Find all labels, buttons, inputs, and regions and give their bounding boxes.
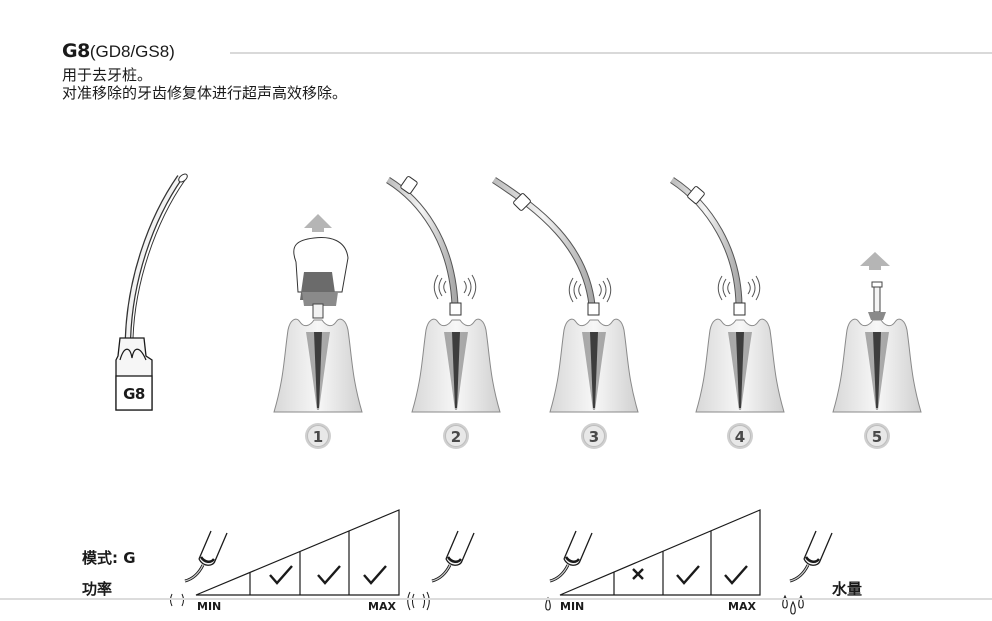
power-label: 功率 bbox=[82, 580, 113, 598]
step-number-3: 3 bbox=[589, 428, 599, 446]
step-2-illustration bbox=[386, 176, 501, 413]
check-icon bbox=[269, 565, 293, 585]
step-1-illustration bbox=[273, 214, 363, 413]
up-arrow-icon bbox=[860, 252, 890, 270]
tip-variants: (GD8/GS8) bbox=[89, 42, 175, 61]
description-line-1: 用于去牙桩。 bbox=[62, 66, 153, 84]
handpiece-icon bbox=[183, 529, 229, 583]
water-min-label: MIN bbox=[560, 600, 585, 613]
step-4-illustration bbox=[670, 177, 785, 413]
step-3-illustration bbox=[492, 177, 639, 413]
handpiece-icon bbox=[548, 529, 594, 583]
cross-icon bbox=[632, 568, 644, 580]
power-scale bbox=[195, 509, 400, 596]
check-icon bbox=[724, 565, 748, 585]
vibration-high-icon bbox=[407, 591, 430, 611]
water-label: 水量 bbox=[832, 580, 863, 598]
tip-code: G8 bbox=[62, 40, 90, 62]
water-drop-icon bbox=[545, 596, 551, 611]
step-number-1: 1 bbox=[313, 428, 323, 446]
check-icon bbox=[363, 565, 387, 585]
section-title: G8 (GD8/GS8) bbox=[62, 40, 175, 66]
water-scale bbox=[559, 509, 761, 596]
step-number-2: 2 bbox=[451, 428, 461, 446]
up-arrow-icon bbox=[304, 214, 332, 232]
handpiece-icon bbox=[788, 529, 834, 583]
step-number-5: 5 bbox=[872, 428, 882, 446]
tip-illustration bbox=[115, 173, 188, 411]
check-icon bbox=[317, 565, 341, 585]
mode-label: 模式: G bbox=[82, 549, 136, 567]
check-icon bbox=[676, 565, 700, 585]
description-line-2: 对准移除的牙齿修复体进行超声高效移除。 bbox=[62, 84, 348, 102]
step-5-illustration bbox=[832, 252, 922, 413]
vibration-low-icon bbox=[170, 593, 184, 607]
power-min-label: MIN bbox=[197, 600, 222, 613]
step-number-4: 4 bbox=[735, 428, 745, 446]
water-max-label: MAX bbox=[728, 600, 756, 613]
bottom-divider bbox=[0, 598, 992, 600]
handpiece-icon bbox=[430, 529, 476, 583]
title-divider bbox=[230, 52, 992, 54]
tip-body-label: G8 bbox=[123, 385, 145, 403]
power-max-label: MAX bbox=[368, 600, 396, 613]
